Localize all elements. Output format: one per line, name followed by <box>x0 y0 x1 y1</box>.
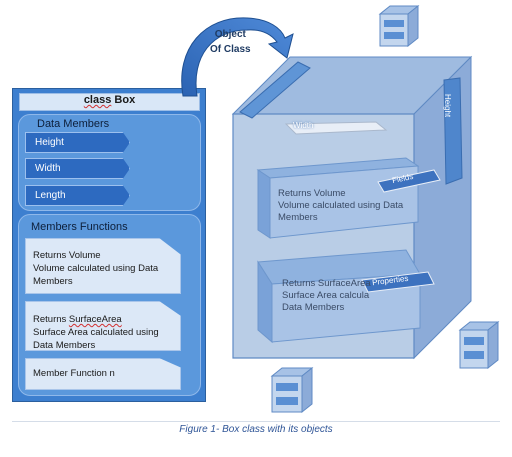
data-member-height: Height <box>25 132 130 153</box>
cube-height-tag: Height <box>443 94 452 118</box>
mini-cube-icon-bottom <box>270 366 314 414</box>
mini-cube-icon-right <box>458 320 500 370</box>
class-name: Box <box>114 94 136 106</box>
fields-tag-bg <box>377 169 441 193</box>
function-surface-line3: Data Members <box>33 340 96 351</box>
data-member-length: Length <box>25 185 130 206</box>
figure-caption: Figure 1- Box class with its objects <box>179 424 333 435</box>
object-of-class-label: Object Of Class <box>210 27 251 57</box>
function-surface-line1: Returns SurfaceArea <box>33 313 174 326</box>
function-volume-line2: Volume calculated using Data <box>33 263 159 274</box>
object-label-line1: Object <box>214 29 246 40</box>
function-surface-line2: Surface Area calculated using <box>33 327 159 338</box>
data-member-width: Width <box>25 158 130 179</box>
function-volume-line1: Returns Volume <box>33 250 101 261</box>
cube-width-tag: Width <box>293 121 314 130</box>
function-volume-line3: Members <box>33 276 73 287</box>
function-surface-prefix: Returns <box>33 314 69 325</box>
object-label-line2: Of Class <box>210 44 251 55</box>
arrow-shape <box>181 17 294 97</box>
function-n-label: Member Function n <box>33 368 115 379</box>
panel1-side <box>257 169 271 239</box>
class-title-strip <box>19 93 200 111</box>
width-tag-bg <box>284 121 388 135</box>
cube-panel2-line1: Returns SurfaceArea <box>282 278 371 289</box>
data-members-label: Data Members <box>37 118 110 130</box>
caption-divider <box>12 421 500 422</box>
member-functions-label: Members Functions <box>31 221 128 233</box>
cube-panel2-line2: Surface Area calcula <box>282 290 370 301</box>
cube-panel1-line3: Members <box>278 212 318 223</box>
cube-panel2-line3: Data Members <box>282 302 345 313</box>
cube-panel1-line1: Returns Volume <box>278 188 346 199</box>
function-n: Member Function n <box>25 358 181 390</box>
function-volume: Returns Volume Volume calculated using D… <box>25 238 181 294</box>
cube-panel1-line2: Volume calculated using Data <box>278 200 404 211</box>
class-title: class Box <box>19 94 200 106</box>
cube-beam-top <box>239 61 311 119</box>
properties-tag-bg <box>361 271 435 293</box>
class-keyword: class <box>83 94 112 106</box>
function-surface-area: Returns SurfaceArea Surface Area calcula… <box>25 301 181 351</box>
cube-panel2-text: Returns SurfaceArea Surface Area calcula… <box>282 278 371 314</box>
cube-panel1-text: Returns Volume Volume calculated using D… <box>278 188 403 224</box>
cube-beam-height <box>443 77 463 185</box>
function-surface-word: SurfaceArea <box>68 314 122 325</box>
panel2-front <box>271 273 421 343</box>
object-cube <box>231 55 473 360</box>
mini-cube-icon-top <box>378 4 420 48</box>
object-arrow <box>181 17 294 97</box>
